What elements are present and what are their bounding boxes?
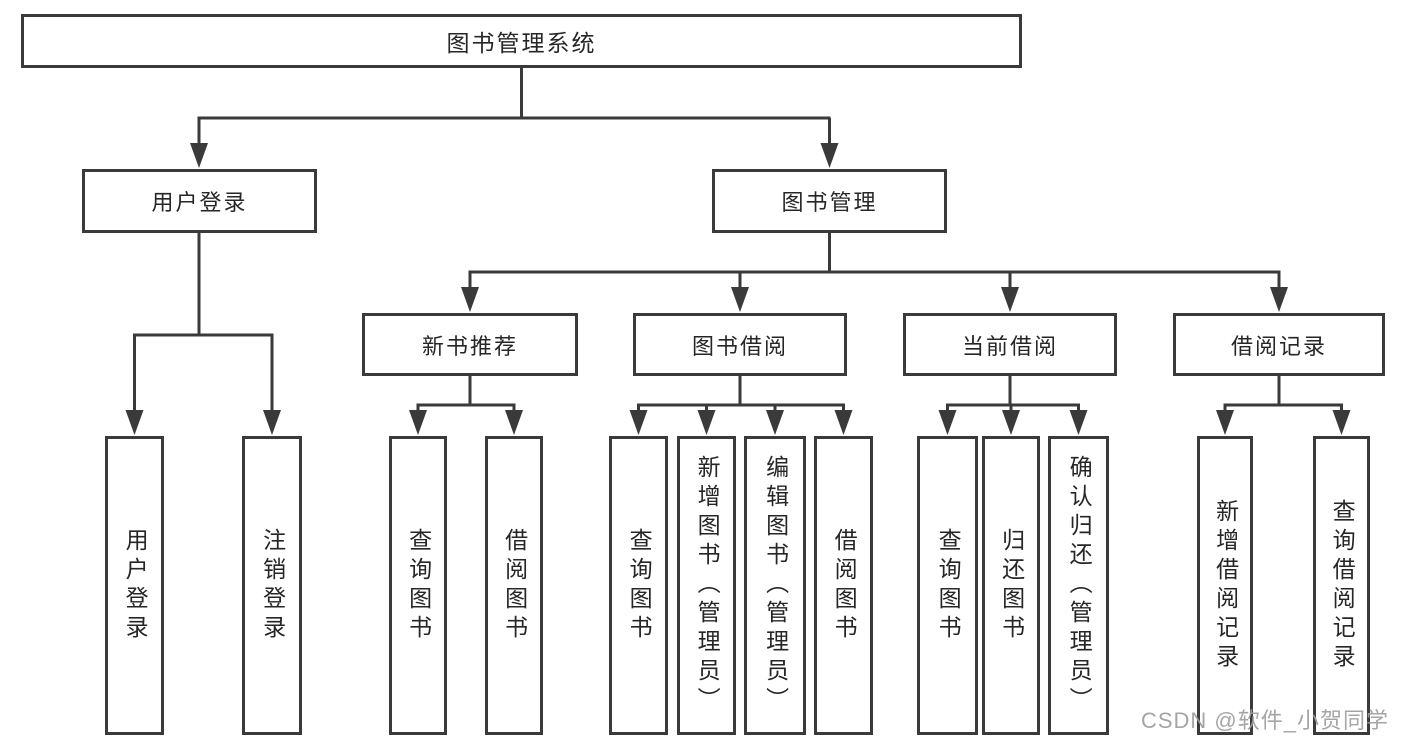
leaf-user-login: 用户登录 bbox=[105, 436, 164, 735]
arrowhead-down bbox=[1002, 410, 1020, 435]
node-book-borrowing: 图书借阅 bbox=[633, 313, 847, 376]
node-current-borrowing: 当前借阅 bbox=[903, 313, 1117, 376]
arrowhead-down bbox=[629, 410, 648, 435]
arrowhead-down bbox=[263, 410, 281, 435]
arrowhead-down bbox=[1069, 410, 1088, 435]
arrowhead-down bbox=[461, 287, 479, 312]
arrowhead-down bbox=[1216, 410, 1234, 435]
node-new-book-recommend: 新书推荐 bbox=[362, 313, 578, 376]
leaf-recommend-query-books: 查询图书 bbox=[389, 436, 447, 735]
arrowhead-down bbox=[697, 410, 716, 435]
arrowhead-down bbox=[1332, 410, 1351, 435]
leaf-recommend-borrow-books: 借阅图书 bbox=[485, 436, 543, 735]
csdn-watermark: CSDN @软件_小贺同学 bbox=[1140, 708, 1389, 733]
leaf-edit-books-admin: 编辑图书（管理员） bbox=[744, 436, 806, 735]
arrowhead-down bbox=[505, 410, 523, 435]
leaf-confirm-return-admin: 确认归还（管理员） bbox=[1048, 436, 1109, 735]
leaf-current-query-books: 查询图书 bbox=[917, 436, 978, 735]
node-user-login: 用户登录 bbox=[82, 169, 317, 233]
leaf-borrowing-borrow-books: 借阅图书 bbox=[814, 436, 873, 735]
arrowhead-down bbox=[409, 410, 427, 435]
leaf-borrowing-query-books: 查询图书 bbox=[609, 436, 668, 735]
arrowhead-down bbox=[766, 410, 784, 435]
leaf-add-borrow-record: 新增借阅记录 bbox=[1197, 436, 1253, 735]
node-book-management: 图书管理 bbox=[712, 169, 947, 233]
arrowhead-down bbox=[1270, 287, 1288, 312]
node-library-management-system: 图书管理系统 bbox=[21, 14, 1022, 68]
arrowhead-down bbox=[1001, 287, 1019, 312]
arrowhead-down bbox=[731, 287, 749, 312]
leaf-return-books: 归还图书 bbox=[982, 436, 1040, 735]
leaf-add-books-admin: 新增图书（管理员） bbox=[677, 436, 736, 735]
arrowhead-down bbox=[938, 410, 957, 435]
leaf-logout: 注销登录 bbox=[242, 436, 302, 735]
arrowhead-down bbox=[834, 410, 853, 435]
leaf-query-borrow-record: 查询借阅记录 bbox=[1313, 436, 1370, 735]
arrowhead-down bbox=[820, 143, 839, 168]
arrowhead-down bbox=[125, 410, 144, 435]
arrowhead-down bbox=[190, 143, 208, 168]
node-borrowing-records: 借阅记录 bbox=[1173, 313, 1385, 376]
